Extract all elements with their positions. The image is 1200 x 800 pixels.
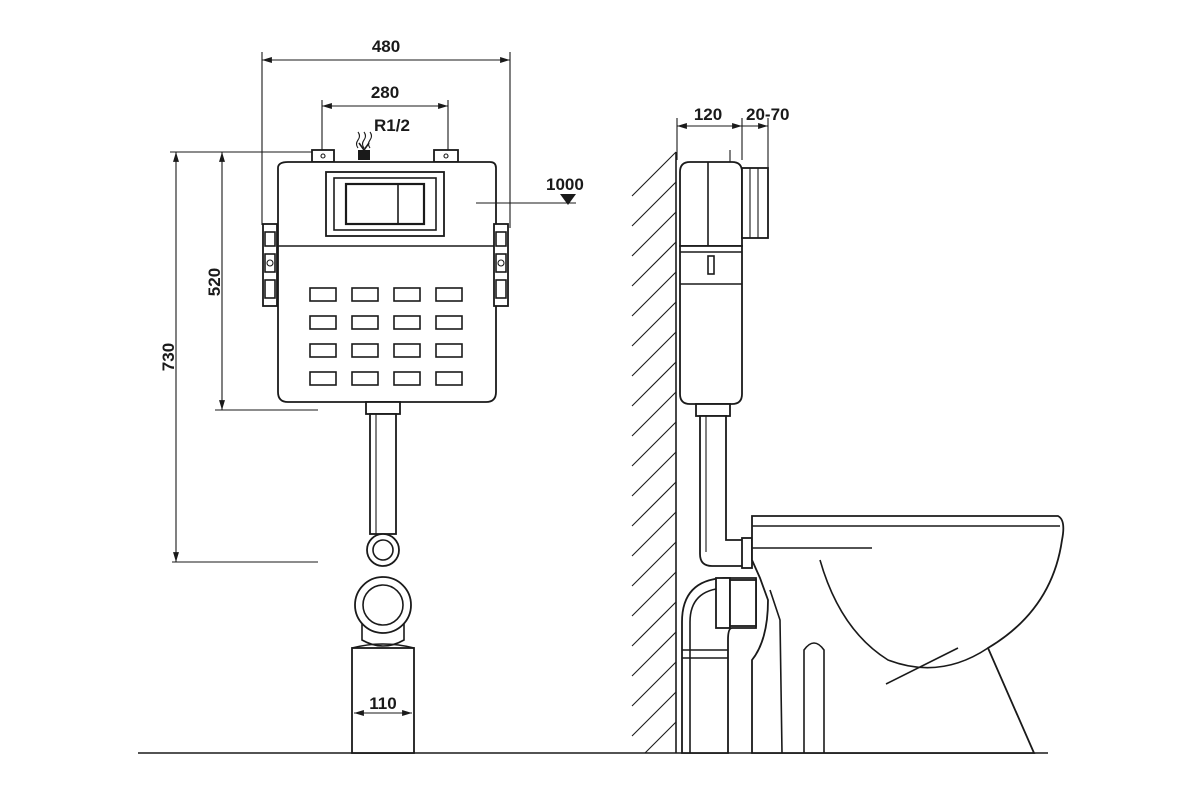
dimension-110-label: 110: [369, 694, 396, 713]
top-bracket-right: [433, 149, 459, 163]
wall-hatching: [631, 151, 677, 754]
dimension-480-label: 480: [372, 37, 400, 56]
dimension-730-label: 730: [159, 343, 178, 371]
water-inlet: R1/2: [355, 116, 410, 160]
flush-button: [344, 182, 426, 226]
toilet-bowl: [751, 515, 1065, 754]
top-bracket-left: [311, 149, 335, 163]
dimension-520-label: 520: [205, 268, 224, 296]
cistern-body: 1000: [277, 161, 584, 403]
dimension-120: 120: [676, 105, 743, 160]
side-bracket-right: [493, 223, 509, 307]
flush-plate-side: [741, 167, 769, 239]
level-mark-1000: 1000: [476, 175, 584, 205]
side-view: 120 20-70: [631, 105, 1065, 754]
dimension-280: 280: [321, 83, 449, 150]
vent-grid: [309, 287, 463, 386]
side-bracket-left: [262, 223, 278, 307]
dimension-20-70: 20-70: [742, 105, 789, 168]
drain-elbow: [351, 576, 415, 754]
drain-elbow-side: [681, 577, 757, 754]
level-mark-label: 1000: [546, 175, 584, 194]
dimension-480: 480: [261, 37, 511, 228]
flush-pipe-front: [365, 401, 401, 567]
flush-plate-frame: [325, 171, 445, 237]
dimension-730: 730: [159, 152, 179, 562]
dimension-280-label: 280: [371, 83, 399, 102]
dimension-20-70-label: 20-70: [746, 105, 789, 124]
flush-pipe-side: [695, 403, 753, 569]
inlet-thread-label: R1/2: [374, 116, 410, 135]
cistern-side: [679, 150, 769, 405]
front-view: 480 280 R1/2 730: [159, 37, 584, 754]
dimension-110: 110: [354, 694, 412, 716]
dimension-520: 520: [205, 152, 225, 410]
dimension-120-label: 120: [694, 105, 722, 124]
